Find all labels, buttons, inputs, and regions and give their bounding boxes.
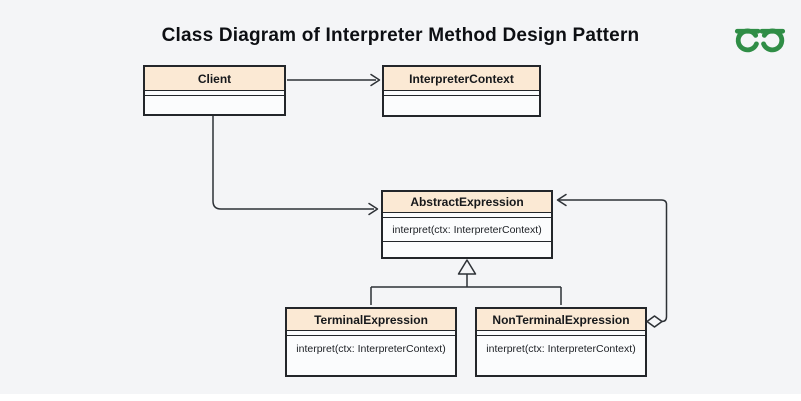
geeksforgeeks-logo-icon <box>734 28 786 53</box>
method-interpret: interpret(ctx: InterpreterContext) <box>383 218 551 242</box>
generalization-connector <box>370 259 562 305</box>
method-interpret: interpret(ctx: InterpreterContext) <box>296 343 446 355</box>
attributes-compartment <box>287 331 455 336</box>
attributes-compartment <box>145 91 284 96</box>
extra-compartment <box>383 242 551 257</box>
class-box-client: Client <box>143 65 286 116</box>
attributes-compartment <box>477 331 645 336</box>
class-box-nonterminalexpression: NonTerminalExpression interpret(ctx: Int… <box>475 307 647 377</box>
attributes-compartment <box>383 213 551 218</box>
methods-compartment <box>145 96 284 114</box>
methods-compartment <box>384 96 539 115</box>
class-name-interpretercontext: InterpreterContext <box>384 67 539 91</box>
class-name-terminalexpression: TerminalExpression <box>287 309 455 331</box>
association-arrow-client-to-interpretercontext <box>287 73 381 87</box>
method-interpret: interpret(ctx: InterpreterContext) <box>486 343 636 355</box>
class-name-client: Client <box>145 67 284 91</box>
page-title: Class Diagram of Interpreter Method Desi… <box>161 25 640 46</box>
class-box-abstractexpression: AbstractExpression interpret(ctx: Interp… <box>381 190 553 259</box>
hollow-triangle-marker <box>457 259 477 275</box>
attributes-compartment <box>384 91 539 96</box>
class-box-interpretercontext: InterpreterContext <box>382 65 541 117</box>
hollow-diamond-marker <box>646 315 663 328</box>
class-box-terminalexpression: TerminalExpression interpret(ctx: Interp… <box>285 307 457 377</box>
class-name-abstractexpression: AbstractExpression <box>383 192 551 213</box>
association-arrow-client-to-abstractexpression <box>212 116 379 216</box>
bottom-white-strip <box>0 394 801 401</box>
class-name-nonterminalexpression: NonTerminalExpression <box>477 309 645 331</box>
